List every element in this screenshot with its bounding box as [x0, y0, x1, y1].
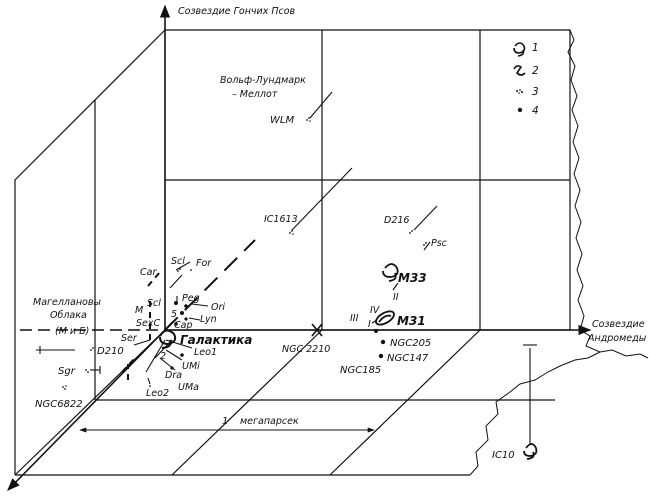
m-label: M	[135, 305, 143, 316]
ngc2210-label: NGC 2210	[282, 344, 330, 355]
d210-marker	[90, 347, 94, 351]
ic10-label: IC10	[492, 450, 515, 461]
ngc205-marker	[380, 339, 386, 345]
ngc185-marker	[374, 329, 378, 333]
ngc147-marker	[378, 353, 384, 359]
i-label: I	[368, 319, 371, 330]
sexc-label: SexC	[136, 318, 160, 329]
floor-torn-edge	[469, 351, 601, 476]
sgr-label: Sgr	[58, 366, 76, 377]
ngc205-label: NGC205	[390, 338, 431, 349]
leo1-marker	[180, 353, 184, 357]
horizontal-axis-label-2: Андромеды	[587, 333, 647, 344]
m33-marker	[382, 263, 399, 282]
irregular-galaxy-icon	[516, 89, 523, 94]
scl-top-label: Scl	[171, 256, 185, 267]
diagonal-axis-back	[164, 239, 256, 331]
psc-marker	[423, 242, 427, 246]
magellan-label-line2: Облака	[50, 310, 87, 321]
two-label: 2	[160, 351, 166, 362]
wlm-label-line2: – Меллот	[232, 89, 278, 100]
scl-label: Scl	[147, 298, 161, 309]
sgr-marker	[85, 369, 89, 373]
m33-label: M33	[398, 271, 427, 285]
legend-key-1: 1	[532, 42, 539, 54]
leo2-label: Leo2	[146, 388, 169, 399]
ser-label: Ser	[121, 333, 138, 344]
uma-label: UMa	[178, 382, 199, 393]
elliptical-galaxy-icon	[517, 107, 523, 113]
d210-label: D210	[97, 346, 124, 357]
wlm-label-line1: Вольф-Лундмарк	[220, 75, 306, 86]
iv-label: IV	[370, 305, 381, 316]
torn-edge	[567, 29, 649, 359]
legend: 1 2 3 4	[513, 42, 539, 117]
ori-marker	[184, 304, 188, 308]
ic1613-label: IC1613	[264, 214, 298, 225]
d216-label: D216	[384, 215, 409, 226]
for-marker	[190, 269, 192, 271]
leo1-label: Leo1	[194, 347, 217, 358]
lyn-marker	[184, 317, 188, 321]
cap-label: Cap	[174, 320, 193, 331]
legend-key-3: 3	[532, 86, 539, 98]
left-plane	[14, 29, 166, 475]
m31-label: M31	[397, 314, 426, 328]
diagonal-axis	[7, 329, 166, 491]
spiral-galaxy-icon	[513, 42, 526, 57]
car-label: Car	[140, 267, 157, 278]
galaxy-markers	[62, 117, 538, 460]
cap-marker	[174, 322, 178, 326]
ic1613-marker	[289, 230, 294, 235]
magellan-label-line3: (М и Б)	[55, 326, 89, 337]
vertical-axis-label: Созвездие Гончих Псов	[178, 6, 296, 17]
wlm-label: WLM	[270, 115, 294, 126]
ic10-marker	[523, 443, 538, 460]
wlm-marker	[306, 117, 311, 122]
five-label: 5	[171, 309, 177, 320]
dashed-leaders	[121, 271, 161, 380]
galaxy-milky-way-marker	[159, 329, 177, 349]
ngc6822-label: NGC6822	[35, 399, 83, 410]
peg-marker	[174, 301, 178, 305]
ii-label: II	[393, 292, 399, 303]
leo2-marker	[149, 385, 151, 387]
iii-label: III	[350, 313, 359, 324]
d216-marker	[409, 230, 413, 234]
m31-marker	[375, 310, 395, 326]
legend-key-2: 2	[532, 65, 539, 77]
umi-marker	[170, 366, 174, 370]
ngc147-label: NGC147	[387, 353, 429, 364]
ngc2210-cross	[311, 323, 323, 337]
lyn-label: Lyn	[200, 314, 217, 325]
umi-label: UMi	[182, 361, 200, 372]
galaxy-stems	[36, 91, 537, 445]
horizontal-axis-label: Созвездие	[592, 319, 645, 330]
ngc6822-marker	[62, 385, 67, 390]
psc-label: Psc	[431, 238, 448, 249]
peg-label: Peg	[182, 293, 200, 304]
magellan-label-line1: Магеллановы	[33, 297, 101, 308]
scl-top-marker	[177, 268, 181, 272]
legend-key-4: 4	[532, 105, 539, 117]
for-label: For	[196, 258, 212, 269]
ori-label: Ori	[211, 302, 225, 313]
scale-number: 1	[222, 416, 228, 427]
scl-marker	[180, 311, 184, 315]
scale-unit: мегапарсек	[240, 416, 299, 427]
dra-label: Dra	[165, 370, 182, 381]
ngc185-label: NGC185	[340, 365, 381, 376]
barred-spiral-icon	[513, 65, 526, 76]
galaxy-labels: Вольф-Лундмарк – Меллот WLM IC1613 D216 …	[33, 75, 515, 461]
galaxy-label: Галактика	[180, 333, 252, 347]
floor-plane	[14, 329, 601, 476]
